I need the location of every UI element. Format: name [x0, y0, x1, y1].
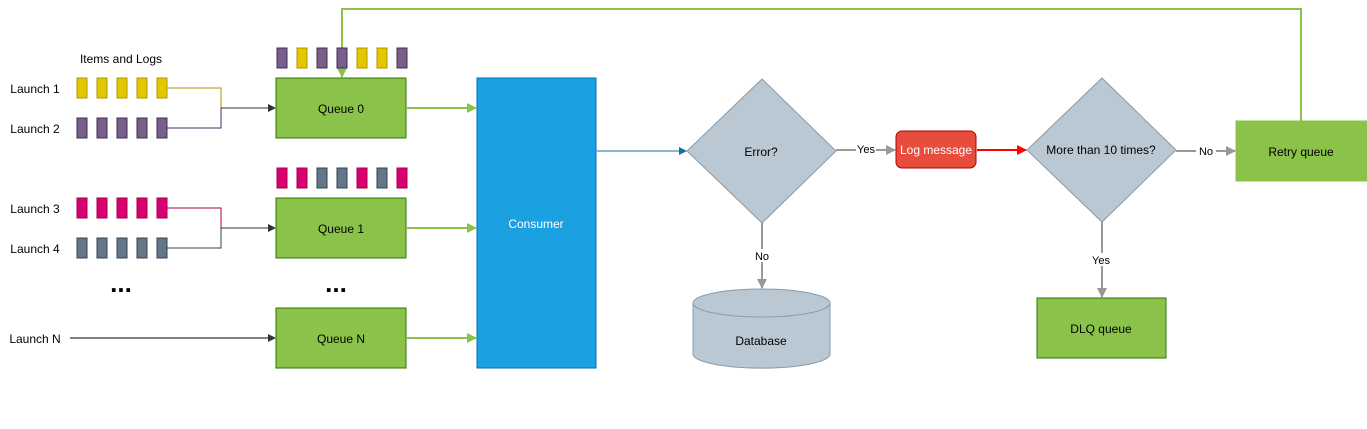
launch-3-connector: [167, 207, 222, 228]
pending-item-block: [276, 167, 288, 189]
item-block: [136, 197, 148, 219]
retry-no-label: No: [1199, 146, 1213, 158]
launch-1-label: Launch 1: [10, 82, 60, 96]
item-block: [136, 237, 148, 259]
launch-n-label: Launch N: [9, 332, 60, 346]
retry-loop-edge: [337, 8, 1302, 121]
item-block: [156, 197, 168, 219]
items-logs-title: Items and Logs: [80, 52, 162, 66]
retry-count-decision-label: More than 10 times?: [1046, 143, 1156, 157]
launch-3-label: Launch 3: [10, 202, 60, 216]
error-yes-label-bg: [856, 143, 876, 156]
consumer-box[interactable]: [476, 77, 597, 369]
retry-yes-label: Yes: [1092, 255, 1110, 267]
launch-4-connector: [167, 228, 222, 249]
launch-2-label: Launch 2: [10, 122, 60, 136]
launch-ellipsis: ...: [110, 268, 132, 298]
pending-item-block: [396, 47, 408, 69]
item-block: [116, 117, 128, 139]
pending-item-block: [316, 167, 328, 189]
pending-item-block: [376, 167, 388, 189]
queue-0-pending-items: [276, 47, 408, 69]
item-block: [76, 117, 88, 139]
dlq-queue-box[interactable]: [1036, 297, 1167, 359]
queue-0-box[interactable]: [275, 77, 407, 139]
item-block: [156, 117, 168, 139]
item-block: [76, 237, 88, 259]
item-block: [116, 77, 128, 99]
item-block: [156, 237, 168, 259]
retry-queue-label: Retry queue: [1268, 145, 1334, 159]
retry-no-label-bg: [1196, 144, 1216, 157]
error-yes-label: Yes: [857, 144, 875, 156]
launch-4-label: Launch 4: [10, 242, 60, 256]
queue-n-box[interactable]: [275, 307, 407, 369]
item-block: [136, 117, 148, 139]
queue-1-pending-items: [276, 167, 408, 189]
pending-item-block: [336, 167, 348, 189]
queue-0-label: Queue 0: [318, 102, 364, 116]
item-block: [76, 77, 88, 99]
item-block: [116, 197, 128, 219]
item-block: [76, 197, 88, 219]
pending-item-block: [296, 167, 308, 189]
item-block: [96, 117, 108, 139]
launch-2-items: [76, 117, 168, 139]
pending-item-block: [356, 47, 368, 69]
error-decision-label: Error?: [744, 145, 778, 159]
launch-3-items: [76, 197, 168, 219]
launch-2-connector: [167, 108, 222, 129]
item-block: [96, 197, 108, 219]
item-block: [96, 77, 108, 99]
pending-item-block: [356, 167, 368, 189]
database-cylinder[interactable]: [692, 288, 831, 369]
item-block: [156, 77, 168, 99]
dlq-queue-label: DLQ queue: [1070, 322, 1132, 336]
item-block: [136, 77, 148, 99]
retry-yes-label-bg: [1090, 253, 1114, 266]
queue-n-label: Queue N: [317, 332, 365, 346]
launch-1-connector: [167, 87, 222, 108]
pending-item-block: [316, 47, 328, 69]
consumer-label: Consumer: [508, 217, 563, 231]
launch-4-items: [76, 237, 168, 259]
queue-1-box[interactable]: [275, 197, 407, 259]
pending-item-block: [336, 47, 348, 69]
launch-1-items: [76, 77, 168, 99]
queue-1-label: Queue 1: [318, 222, 364, 236]
error-no-label-bg: [752, 249, 772, 262]
pending-item-block: [276, 47, 288, 69]
item-block: [116, 237, 128, 259]
log-message-box[interactable]: [895, 130, 977, 169]
error-no-label: No: [755, 251, 769, 263]
item-block: [96, 237, 108, 259]
retry-queue-box[interactable]: [1235, 120, 1367, 182]
pending-item-block: [396, 167, 408, 189]
database-label: Database: [735, 334, 787, 348]
pending-item-block: [296, 47, 308, 69]
queue-ellipsis: ...: [325, 268, 347, 298]
pending-item-block: [376, 47, 388, 69]
log-message-label: Log message: [900, 143, 972, 157]
